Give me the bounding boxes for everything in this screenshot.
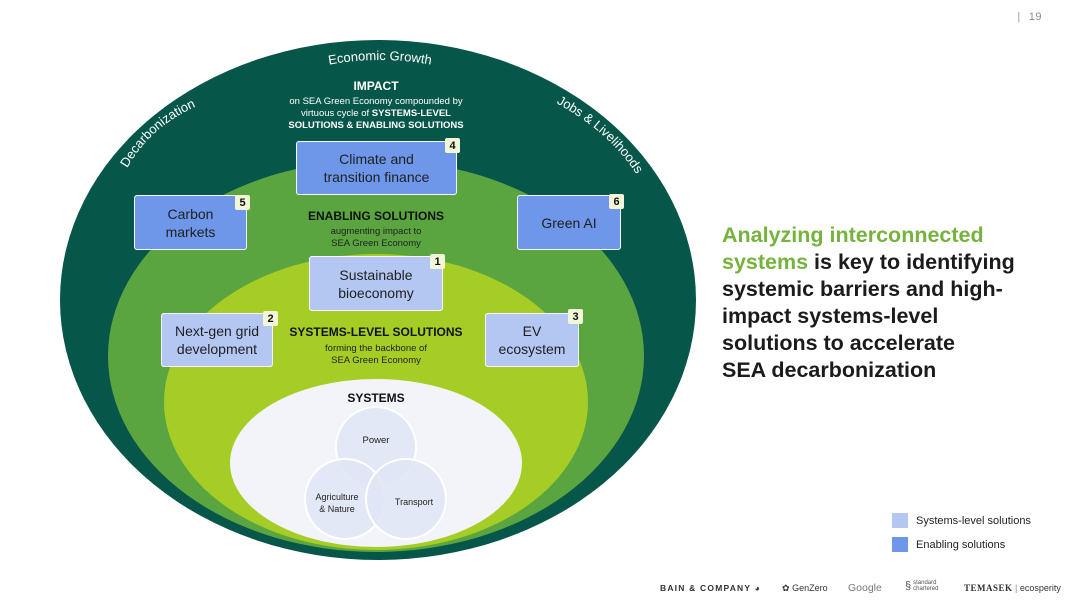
systems-level-description: forming the backbone of SEA Green Econom… — [325, 343, 427, 366]
logo-genzero: ✿ GenZero — [782, 583, 828, 593]
box-green-ai: Green AI — [517, 195, 621, 250]
agriculture-label: Agriculture & Nature — [315, 492, 359, 514]
logo-standard-chartered: § standard chartered — [905, 580, 939, 592]
box-number-4: 4 — [445, 138, 460, 153]
legend: Systems-level solutions Enabling solutio… — [892, 513, 1031, 552]
enabling-description: augmenting impact to SEA Green Economy — [330, 226, 422, 249]
enabling-title: ENABLING SOLUTIONS — [307, 209, 444, 223]
logo-google: Google — [848, 582, 882, 594]
logo-temasek-ecosperity: TEMASEK | ecosperity — [964, 583, 1061, 593]
box-number-2: 2 — [263, 311, 278, 326]
box-number-3: 3 — [568, 309, 583, 324]
systems-level-title: SYSTEMS-LEVEL SOLUTIONS — [289, 325, 463, 339]
box-number-5: 5 — [235, 195, 250, 210]
legend-swatch-systems-level — [892, 513, 908, 528]
logo-bain: BAIN & COMPANY ◕ — [660, 583, 762, 593]
impact-description: on SEA Green Economy compounded by virtu… — [288, 96, 464, 131]
power-label: Power — [362, 435, 390, 446]
systems-title: SYSTEMS — [347, 391, 405, 405]
legend-item-systems-level: Systems-level solutions — [892, 513, 1031, 528]
page-number: |19 — [1017, 11, 1042, 23]
box-number-1: 1 — [430, 254, 445, 269]
headline-text: Analyzing interconnected systems is key … — [722, 223, 1015, 382]
transport-label: Transport — [394, 497, 434, 507]
box-number-6: 6 — [609, 194, 624, 209]
impact-title: IMPACT — [353, 79, 399, 93]
arc-economic-growth: Economic Growth — [327, 48, 433, 68]
legend-swatch-enabling — [892, 537, 908, 552]
transport-circle — [365, 458, 447, 540]
legend-item-enabling: Enabling solutions — [892, 537, 1031, 552]
